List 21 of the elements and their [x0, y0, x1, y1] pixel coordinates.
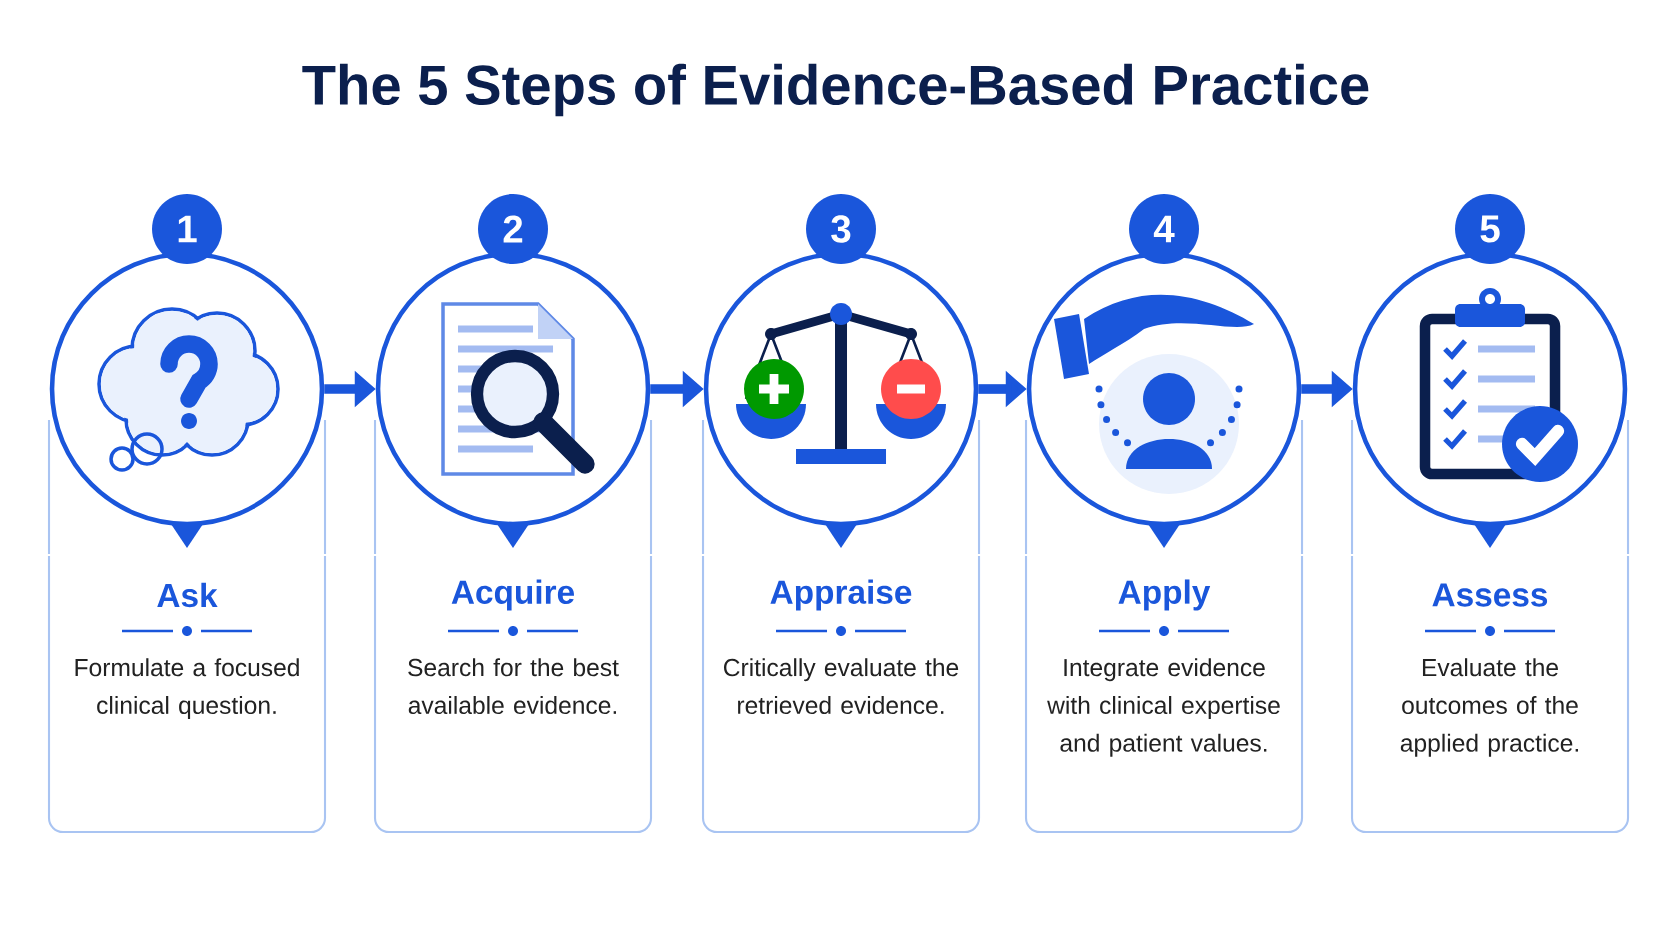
step-description: Formulate a focused clinical question. — [75, 658, 299, 719]
step-title: Appraise — [770, 579, 912, 611]
step-card — [1024, 556, 1304, 834]
step-description: Evaluate the outcomes of the applied practice. — [1400, 658, 1578, 757]
number-badge: 4 — [1129, 194, 1199, 264]
step-title: Apply — [1118, 579, 1211, 611]
step-description: Search for the best available evidence. — [408, 658, 619, 715]
number-badge: 2 — [478, 194, 548, 264]
step-description: Integrate evidence with clinical expertise and patient values. — [1047, 658, 1280, 757]
number-badge: 3 — [806, 194, 876, 264]
step-title: Ask — [157, 582, 218, 608]
step-card — [47, 556, 327, 834]
number-badge: 1 — [152, 194, 222, 264]
step-card — [1350, 556, 1630, 834]
step-description: Critically evaluate the retrieved evidence. — [724, 658, 959, 715]
number-badge: 5 — [1455, 194, 1525, 264]
step-title: Assess — [1432, 583, 1548, 607]
step-card — [373, 556, 653, 834]
title: The 5 Steps of Evidence-Based Practice — [302, 63, 1369, 117]
step-card — [701, 556, 981, 834]
step-title: Acquire — [451, 579, 574, 611]
